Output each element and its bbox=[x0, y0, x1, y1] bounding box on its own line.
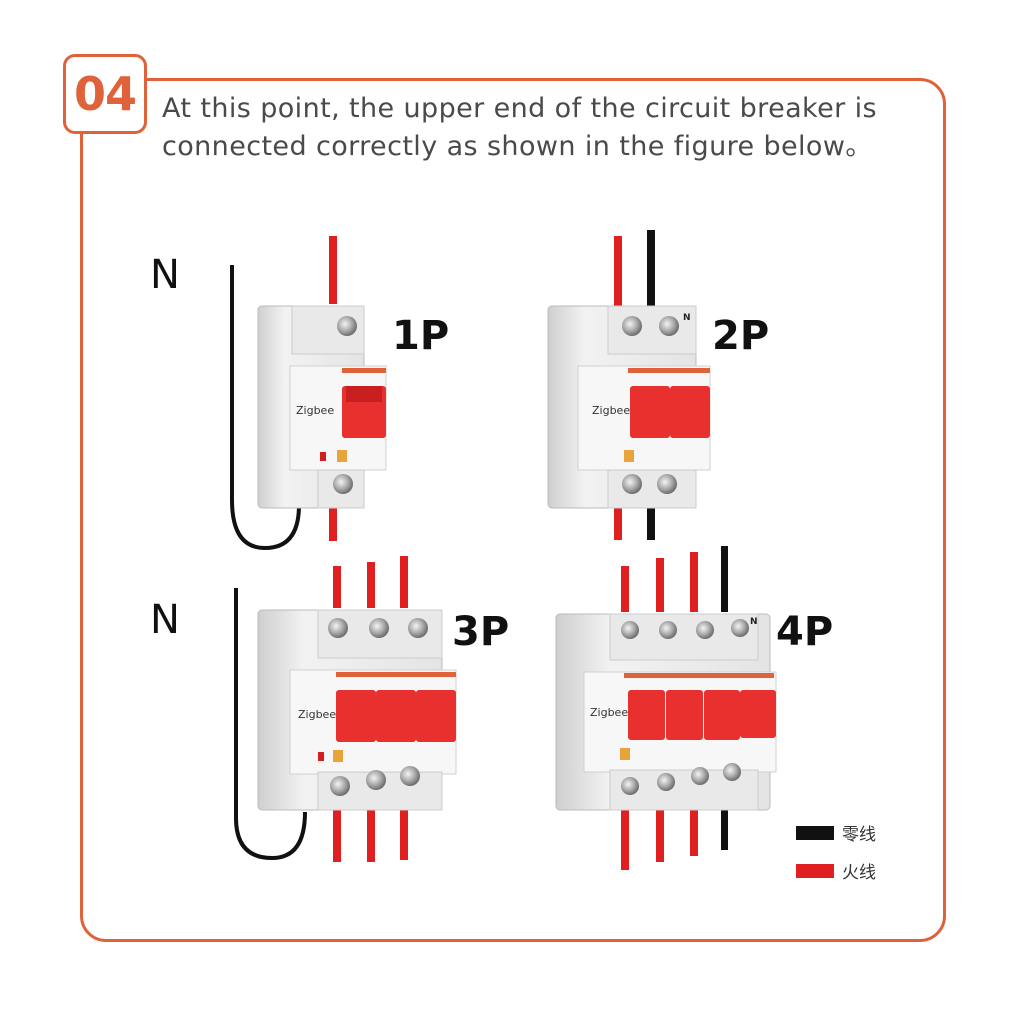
legend-neutral: 零线 bbox=[796, 820, 876, 845]
neutral-wire bbox=[647, 498, 655, 540]
step-number: 04 bbox=[73, 67, 137, 121]
legend-label-neutral: 零线 bbox=[842, 825, 876, 845]
pole-label-2p: 2P bbox=[712, 313, 770, 359]
live-wire bbox=[614, 236, 622, 306]
terminal-screw bbox=[657, 474, 677, 494]
terminal-screw bbox=[333, 474, 353, 494]
module-brand: Zigbee bbox=[592, 404, 630, 417]
toggle-switch[interactable] bbox=[628, 690, 665, 740]
neutral-wire bbox=[234, 588, 307, 861]
step-badge: 04 bbox=[63, 54, 147, 134]
module-brand: Zigbee bbox=[298, 708, 336, 721]
neutral-label-3p: N bbox=[150, 597, 180, 643]
rating-window bbox=[620, 748, 630, 760]
live-wire bbox=[329, 505, 337, 541]
toggle-switch[interactable] bbox=[740, 690, 776, 738]
toggle-switch[interactable] bbox=[630, 386, 670, 438]
toggle-switch[interactable] bbox=[376, 690, 416, 742]
pole-label-3p: 3P bbox=[452, 609, 510, 655]
terminal-screw bbox=[408, 618, 428, 638]
legend-live: 火线 bbox=[796, 858, 876, 883]
toggle-switch[interactable] bbox=[704, 690, 740, 740]
top-terminal-block bbox=[607, 305, 697, 355]
toggle-switch[interactable] bbox=[670, 386, 710, 438]
brand-strip bbox=[336, 672, 456, 677]
terminal-screw bbox=[337, 316, 357, 336]
brand-strip bbox=[628, 368, 710, 373]
terminal-screw bbox=[369, 618, 389, 638]
terminal-screw bbox=[621, 621, 639, 639]
brand-strip bbox=[342, 368, 386, 373]
live-wire bbox=[400, 556, 408, 608]
neutral-wire bbox=[230, 265, 301, 551]
live-wire bbox=[690, 552, 698, 612]
status-led bbox=[320, 452, 326, 461]
breaker-3p: Zigbee bbox=[234, 556, 457, 862]
live-wire bbox=[621, 800, 629, 870]
terminal-screw bbox=[622, 316, 642, 336]
rating-window bbox=[624, 450, 634, 462]
breaker-1p: Zigbee bbox=[230, 236, 387, 551]
live-wire bbox=[333, 800, 341, 862]
legend-swatch-live bbox=[796, 863, 834, 878]
terminal-screw bbox=[659, 316, 679, 336]
module-brand: Zigbee bbox=[296, 404, 334, 417]
status-led bbox=[318, 752, 324, 761]
terminal-screw bbox=[723, 763, 741, 781]
legend-label-live: 火线 bbox=[842, 863, 876, 883]
terminal-screw bbox=[328, 618, 348, 638]
terminal-screw bbox=[691, 767, 709, 785]
rating-window bbox=[337, 450, 347, 462]
toggle-switch-top bbox=[346, 386, 382, 402]
instruction-line-2: connected correctly as shown in the figu… bbox=[162, 131, 873, 162]
terminal-screw bbox=[731, 619, 749, 637]
breaker-4p: N Zigbee bbox=[555, 546, 777, 870]
terminal-screw bbox=[659, 621, 677, 639]
toggle-switch[interactable] bbox=[336, 690, 376, 742]
instruction-line-1: At this point, the upper end of the circ… bbox=[162, 93, 877, 124]
terminal-screw bbox=[621, 777, 639, 795]
live-wire bbox=[656, 800, 664, 862]
module-brand: Zigbee bbox=[590, 706, 628, 719]
terminal-screw bbox=[330, 776, 350, 796]
neutral-wire bbox=[647, 230, 655, 306]
live-wire bbox=[621, 566, 629, 612]
live-wire bbox=[367, 800, 375, 862]
content-frame bbox=[80, 78, 946, 942]
terminal-screw bbox=[696, 621, 714, 639]
lower-terminal-block bbox=[607, 469, 697, 509]
live-wire bbox=[329, 236, 337, 304]
neutral-terminal-mark: N bbox=[750, 617, 758, 627]
live-wire bbox=[614, 498, 622, 540]
live-wire bbox=[367, 562, 375, 608]
brand-strip bbox=[624, 673, 774, 678]
terminal-screw bbox=[657, 773, 675, 791]
terminal-screw bbox=[366, 770, 386, 790]
neutral-label-1p: N bbox=[150, 252, 180, 298]
neutral-wire bbox=[721, 790, 728, 850]
terminal-screw bbox=[622, 474, 642, 494]
live-wire bbox=[656, 558, 664, 612]
terminal-screw bbox=[400, 766, 420, 786]
pole-label-1p: 1P bbox=[392, 313, 450, 359]
rating-window bbox=[333, 750, 343, 762]
breaker-2p: N Zigbee bbox=[547, 230, 711, 540]
legend-swatch-neutral bbox=[796, 825, 834, 840]
pole-label-4p: 4P bbox=[776, 609, 834, 655]
live-wire bbox=[333, 566, 341, 608]
neutral-terminal-mark: N bbox=[683, 313, 691, 323]
toggle-switch[interactable] bbox=[666, 690, 703, 740]
neutral-wire bbox=[721, 546, 728, 612]
toggle-switch[interactable] bbox=[416, 690, 456, 742]
live-wire bbox=[400, 800, 408, 860]
instruction-text: At this point, the upper end of the circ… bbox=[162, 90, 932, 166]
live-wire bbox=[690, 800, 698, 856]
